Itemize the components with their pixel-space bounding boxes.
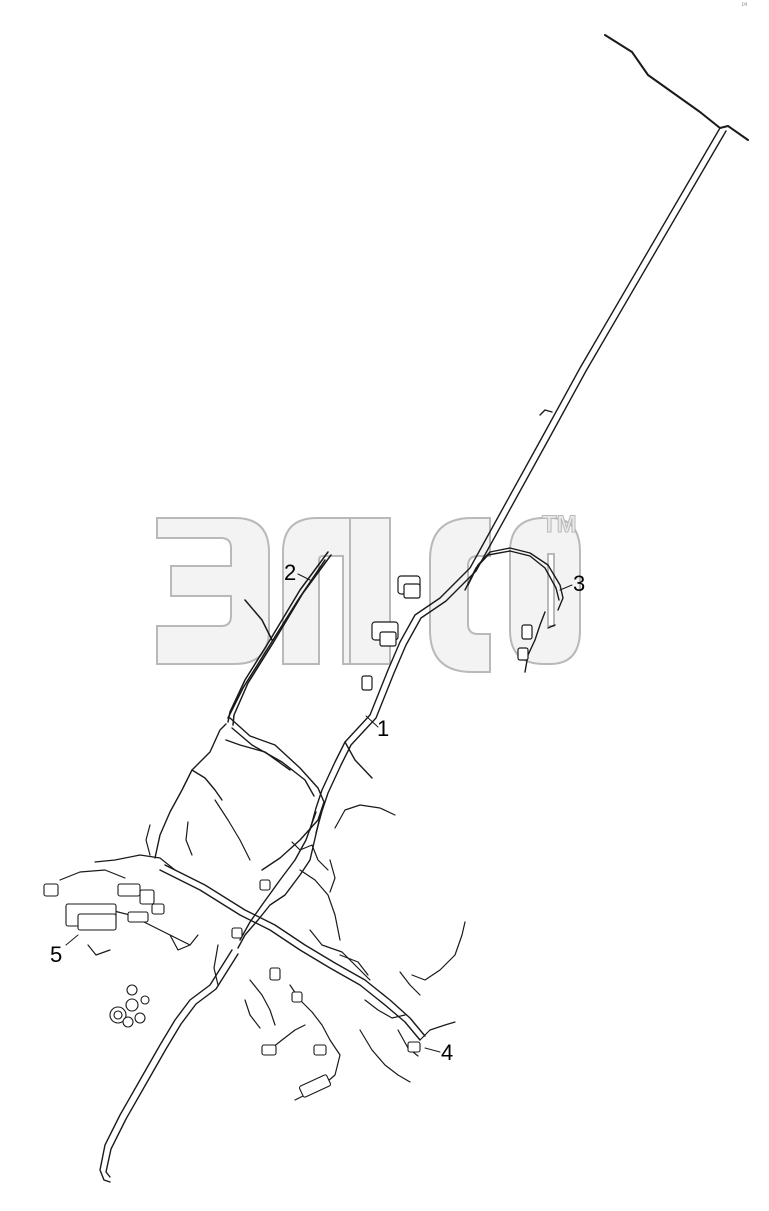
leader-1 bbox=[365, 715, 379, 728]
callout-3: 3 bbox=[573, 571, 586, 596]
connector-cluster-4 bbox=[261, 967, 421, 1098]
cross-harness bbox=[159, 864, 426, 1041]
leader-4 bbox=[424, 1047, 441, 1053]
leader-2 bbox=[297, 573, 311, 581]
watermark-trademark: TM bbox=[542, 511, 577, 538]
harness-2 bbox=[227, 551, 332, 726]
watermark-letter-1 bbox=[156, 517, 270, 665]
antenna-lead bbox=[604, 34, 749, 141]
harness-3 bbox=[464, 547, 564, 673]
leader-lines bbox=[65, 573, 573, 1053]
callout-4: 4 bbox=[441, 1040, 454, 1065]
callout-1: 1 bbox=[377, 716, 390, 741]
connector-cluster-5 bbox=[43, 879, 271, 939]
grommet-cluster bbox=[109, 984, 150, 1028]
watermark-letter-4 bbox=[509, 517, 581, 665]
callout-2: 2 bbox=[284, 560, 297, 585]
lower-long-lead bbox=[99, 949, 239, 1183]
watermark-letter-3 bbox=[429, 517, 491, 673]
connector-cluster-upper bbox=[361, 575, 533, 691]
callout-5: 5 bbox=[50, 942, 63, 967]
leader-3 bbox=[559, 584, 573, 591]
main-harness-1 bbox=[309, 127, 727, 834]
watermark-logo bbox=[156, 517, 581, 673]
body-frame-loop bbox=[154, 717, 325, 949]
leader-5 bbox=[65, 934, 79, 946]
corner-mark: ᵖᵃ bbox=[742, 2, 748, 9]
